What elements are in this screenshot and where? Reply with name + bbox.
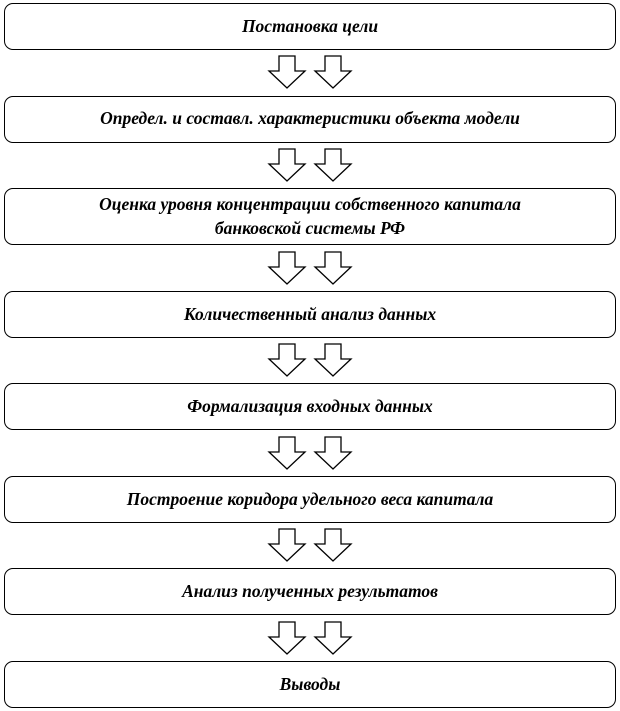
flow-step-label: Анализ полученных результатов xyxy=(182,581,438,602)
flow-step-label: Формализация входных данных xyxy=(187,396,433,417)
flow-connector xyxy=(4,618,616,658)
flow-step-label: Оценка уровня концентрации собственного … xyxy=(99,194,521,238)
flow-step-label: Выводы xyxy=(279,673,341,694)
flow-step: Анализ полученных результатов xyxy=(4,568,616,616)
flow-step: Выводы xyxy=(4,660,616,708)
flow-step-label: Количественный анализ данных xyxy=(183,303,437,324)
double-down-arrow-icon xyxy=(267,528,353,563)
flow-step: Оценка уровня концентрации собственного … xyxy=(4,188,616,246)
flow-connector xyxy=(4,341,616,381)
double-down-arrow-icon xyxy=(267,55,353,90)
double-down-arrow-icon xyxy=(267,621,353,655)
flow-connector xyxy=(4,433,616,473)
double-down-arrow-icon xyxy=(267,435,353,470)
flow-connector xyxy=(4,53,616,93)
flow-step-label: Определ. и составл. характеристики объек… xyxy=(100,108,520,129)
flow-step-label: Построение коридора удельного веса капит… xyxy=(126,488,494,509)
flow-step: Построение коридора удельного веса капит… xyxy=(4,475,616,523)
flow-step-label: Постановка цели xyxy=(241,15,379,36)
flow-step: Определ. и составл. характеристики объек… xyxy=(4,95,616,143)
flow-step: Постановка цели xyxy=(4,3,616,50)
flow-connector xyxy=(4,145,616,185)
flow-step: Формализация входных данных xyxy=(4,383,616,431)
double-down-arrow-icon xyxy=(267,148,353,182)
flow-step: Количественный анализ данных xyxy=(4,290,616,338)
flow-connector xyxy=(4,526,616,566)
double-down-arrow-icon xyxy=(267,343,353,378)
flow-connector xyxy=(4,248,616,288)
double-down-arrow-icon xyxy=(267,250,353,285)
